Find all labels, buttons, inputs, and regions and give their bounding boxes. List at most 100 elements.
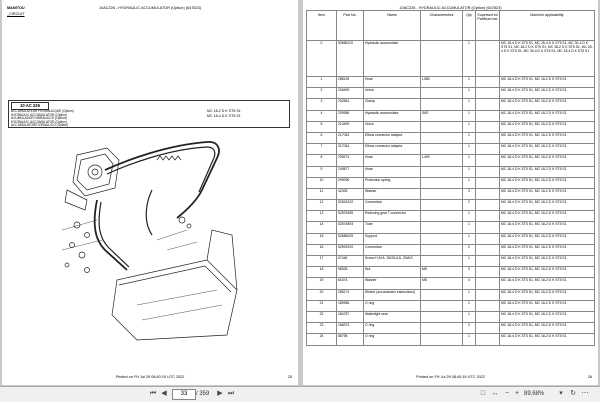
cell-sup (475, 131, 500, 145)
cell-item: 6 (306, 131, 337, 145)
fit-page-icon[interactable]: □ (480, 390, 486, 397)
cell-name: Union (363, 120, 421, 133)
cell-name: O ring (363, 299, 421, 312)
header-part-no: Part No. (336, 10, 364, 41)
zoom-dropdown-icon[interactable]: ▾ (559, 390, 563, 397)
cell-app: MC 18-4 D K ST5 S1, MC 18-2 D K ST5 S1 (499, 154, 595, 167)
cell-qty: 1 (462, 210, 476, 223)
cell-qty: 1 (462, 109, 476, 122)
prev-page-icon[interactable]: ◀ (161, 390, 167, 397)
cell-qty: 1 (462, 288, 476, 301)
cell-part: 52579455 (336, 210, 364, 223)
cell-part: 213490 (336, 120, 364, 133)
cell-sup (475, 143, 500, 156)
right-page: 10AC226 - HYDRAULIC ACCUMULATOR (Option)… (303, 0, 598, 385)
right-page-title: 10AC226 - HYDRAULIC ACCUMULATOR (Option)… (399, 6, 502, 10)
cell-app: MC 18-4 D K ST5 S1, MC 18-2 D K ST5 S1 (499, 131, 595, 145)
cell-name: Watertight seal (363, 310, 421, 324)
cell-qty: 1 (462, 254, 476, 268)
cell-char: L385 (420, 75, 463, 89)
page-number-input[interactable]: 33 (172, 389, 196, 400)
right-page-footer: Printed on FH Jul 29 08:40:19 UTC 2022 (416, 375, 485, 379)
left-page-footer: Printed on FH Jul 29 08:40:19 UTC 2022 (115, 375, 185, 379)
cell-app: MC 18-4 D K ST5 S1, MC 18-2 D K ST5 S1 (499, 120, 595, 133)
diagram-name-en: HYDRAULIC ACCUMULATOR (Option) (11, 112, 67, 117)
next-page-icon[interactable]: ▶ (217, 390, 223, 397)
diagram-name-es: ACUMULADOR HIDRAULICO (Option) (11, 116, 67, 120)
cell-sup (475, 210, 500, 223)
model-2: MC 18-4 D K ST5 S1 (207, 113, 241, 118)
cell-char (420, 40, 463, 77)
cell-item: 1 (306, 75, 337, 89)
cell-part: 42325 (336, 187, 364, 201)
parts-table: Item Part No. Name Characteristics Qty S… (306, 10, 595, 346)
cell-item: 13 (306, 210, 337, 223)
header-item: Item (306, 10, 337, 41)
zoom-in-icon[interactable]: + (514, 390, 520, 397)
cell-part: 288174 (336, 288, 364, 301)
cell-name: Elbow connector adaptor (363, 131, 421, 145)
cell-char (420, 333, 463, 346)
cell-item: 14 (306, 221, 337, 234)
zoom-out-icon[interactable]: − (504, 390, 510, 397)
cell-item: 21 (306, 299, 337, 312)
cell-app: MC 18-4 D K ST5 S1, MC 18-2 D K ST5 S1 (499, 277, 595, 290)
cell-app: MC 18-4 D K ST5 S1, MC 18-2 D K ST5 S1 (499, 221, 595, 234)
cell-app: MC 18-4 D K ST5 S1, MC 18-2 D K ST5 S1 (499, 243, 595, 257)
exploded-view-diagram (61, 141, 238, 341)
diagram-names: ACCUMULATEUR HYDRAULIQUE (Option) HYDRAU… (11, 109, 74, 128)
cell-item: 9 (306, 165, 337, 178)
cell-sup (475, 243, 500, 257)
cell-item: 12 (306, 199, 337, 212)
header-qty: Qty (462, 10, 476, 41)
cell-qty: 4 (462, 277, 476, 290)
cell-sup (475, 333, 500, 346)
cell-sup (475, 199, 500, 212)
cell-name: O ring (363, 333, 421, 346)
cell-char (420, 143, 463, 156)
cell-sup (475, 322, 500, 335)
model-1: MC 18-2 D K ST5 S1 (207, 109, 241, 113)
cell-name: Hydraulic accumulator (363, 109, 421, 122)
cell-name: Connection (363, 199, 421, 212)
cell-part: 61674 (336, 277, 364, 290)
cell-sup (475, 120, 500, 133)
cell-char (420, 254, 463, 268)
cell-name: Connection (363, 243, 421, 257)
more-icon[interactable]: ⋯ (581, 390, 589, 397)
cell-part: 202661 (336, 98, 364, 111)
cell-app: MC 18-4 D K ST5 S1, MC 18-2 D K ST5 S1 (499, 322, 595, 335)
cell-sup (475, 98, 500, 111)
cell-part: 217043 (336, 131, 364, 145)
cell-part: 52591920 (336, 243, 364, 257)
cell-name: Hose (363, 75, 421, 89)
cell-char (420, 221, 463, 234)
last-page-icon[interactable]: ⏭ (227, 390, 235, 397)
cell-sup (475, 221, 500, 234)
diagram-header-box: 10 AC 226 ACCUMULATEUR HYDRAULIQUE (Opti… (8, 100, 290, 128)
cell-name: Reducing gear T-connector (363, 210, 421, 223)
fit-width-icon[interactable]: ↔ (491, 390, 499, 397)
first-page-icon[interactable]: ⏮ (149, 390, 157, 397)
cell-part: 249877 (336, 165, 364, 178)
cell-app: MC 18-4 D K ST5 S1, MC 18-2 D K ST5 S1 (499, 288, 595, 301)
cell-app: MC 18-4 D K ST5 S1, MC 18-2 D K ST5 S1 (499, 75, 595, 89)
cell-name: Screw H,M 8- 25/25-8.8- ZNA/C (363, 254, 421, 268)
cell-char (420, 232, 463, 245)
rotate-icon[interactable]: ↻ (570, 390, 576, 397)
cell-item: 23 (306, 322, 337, 335)
cell-char (420, 187, 463, 201)
zoom-level[interactable]: 89,68% (524, 391, 545, 397)
diagram-name-it: ACCUMULATORE IDRAULICO (Option) (11, 123, 69, 127)
cell-item: 24 (306, 333, 337, 346)
cell-qty: 2 (462, 243, 476, 257)
page-total: / 359 (196, 391, 210, 397)
